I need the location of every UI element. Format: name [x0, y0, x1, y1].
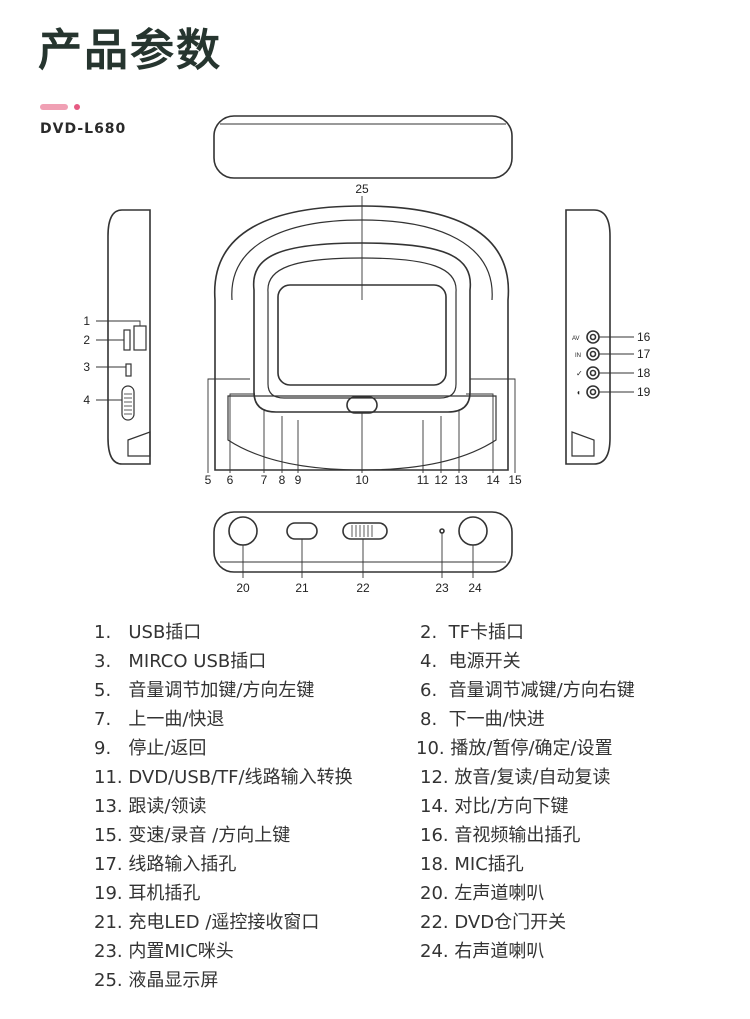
callout-4: 4 — [83, 393, 90, 407]
callout-2: 2 — [83, 333, 90, 347]
callout-11: 11 — [417, 473, 430, 487]
legend-item: 23. 内置MIC咪头 — [94, 941, 234, 962]
accent-decoration — [40, 104, 82, 110]
product-diagram: AV IN ✓ ◖ 25 1 2 3 4 5 6 7 8 9 10 11 12 … — [83, 115, 651, 595]
legend-item: 14. 对比/方向下键 — [420, 796, 569, 817]
callout-22: 22 — [356, 581, 370, 595]
callout-9: 9 — [295, 473, 302, 487]
callout-14: 14 — [486, 473, 500, 487]
left-side-view — [107, 209, 151, 465]
legend-item: 5. 音量调节加键/方向左键 — [94, 680, 315, 701]
legend-item: 11. DVD/USB/TF/线路输入转换 — [94, 767, 353, 788]
leader-lines — [96, 196, 634, 578]
callout-10: 10 — [355, 473, 369, 487]
legend-item: 21. 充电LED /遥控接收窗口 — [94, 912, 320, 933]
callout-numbers: 25 1 2 3 4 5 6 7 8 9 10 11 12 13 14 15 1… — [83, 182, 650, 595]
legend-item: 7. 上一曲/快退 — [94, 709, 225, 730]
callout-20: 20 — [236, 581, 250, 595]
callout-5: 5 — [205, 473, 212, 487]
callout-18: 18 — [637, 366, 651, 380]
callout-16: 16 — [637, 330, 651, 344]
legend-item: 16. 音视频输出插孔 — [420, 825, 581, 846]
callout-7: 7 — [261, 473, 268, 487]
legend-item: 10. 播放/暂停/确定/设置 — [416, 738, 613, 759]
parts-legend: 1. USB插口 3. MIRCO USB插口 5. 音量调节加键/方向左键 7… — [0, 618, 750, 1008]
callout-12: 12 — [434, 473, 448, 487]
model-name: DVD-L680 — [40, 121, 127, 137]
legend-item: 20. 左声道喇叭 — [420, 883, 545, 904]
callout-23: 23 — [435, 581, 449, 595]
jack-icons: AV IN ✓ ◖ — [572, 336, 583, 397]
legend-item: 17. 线路输入插孔 — [94, 854, 237, 875]
legend-item: 22. DVD仓门开关 — [420, 912, 567, 933]
headphone-icon: ◖ — [576, 388, 581, 397]
legend-item: 12. 放音/复读/自动复读 — [420, 767, 611, 788]
mic-icon: ✓ — [576, 369, 583, 378]
legend-item: 19. 耳机插孔 — [94, 883, 201, 904]
legend-item: 8. 下一曲/快进 — [420, 709, 545, 730]
callout-19: 19 — [637, 385, 651, 399]
callout-13: 13 — [454, 473, 468, 487]
legend-item: 15. 变速/录音 /方向上键 — [94, 825, 291, 846]
callout-25: 25 — [355, 182, 369, 196]
legend-item: 2. TF卡插口 — [420, 622, 524, 643]
callout-24: 24 — [468, 581, 482, 595]
legend-item: 3. MIRCO USB插口 — [94, 651, 267, 672]
callout-6: 6 — [227, 473, 234, 487]
legend-item: 18. MIC插孔 — [420, 854, 524, 875]
callout-15: 15 — [508, 473, 522, 487]
legend-item: 6. 音量调节减键/方向右键 — [420, 680, 635, 701]
callout-21: 21 — [295, 581, 309, 595]
legend-item: 13. 跟读/领读 — [94, 796, 207, 817]
legend-item: 4. 电源开关 — [420, 651, 521, 672]
page-title: 产品参数 — [38, 25, 222, 76]
callout-17: 17 — [637, 347, 651, 361]
top-view — [213, 115, 513, 179]
callout-3: 3 — [83, 360, 90, 374]
line-in-icon: IN — [575, 353, 581, 359]
callout-1: 1 — [83, 314, 90, 328]
legend-item: 9. 停止/返回 — [94, 738, 207, 759]
av-out-icon: AV — [572, 336, 580, 342]
legend-item: 25. 液晶显示屏 — [94, 970, 219, 991]
legend-item: 24. 右声道喇叭 — [420, 941, 545, 962]
legend-item: 1. USB插口 — [94, 622, 202, 643]
callout-8: 8 — [279, 473, 286, 487]
